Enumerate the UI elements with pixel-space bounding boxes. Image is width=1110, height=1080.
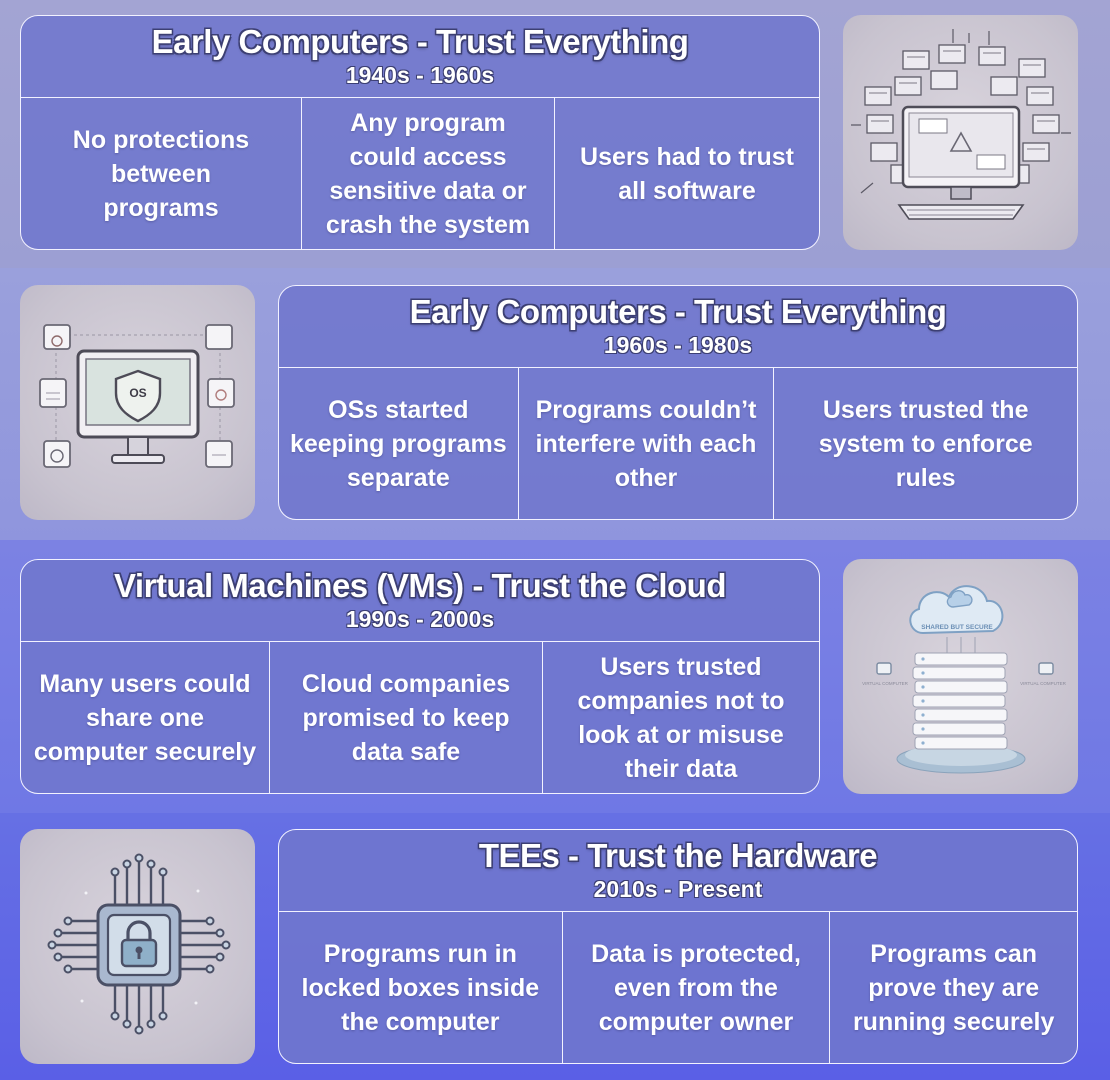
era-title: Early Computers - Trust Everything: [409, 293, 947, 330]
chip-lock-illustration: [20, 829, 255, 1064]
os-label: OS: [129, 386, 146, 400]
era-period: 1990s - 2000s: [345, 606, 495, 632]
era-point: Users trusted the system to enforce rule…: [773, 368, 1077, 519]
era-card-3: Virtual Machines (VMs) - Trust the Cloud…: [20, 559, 820, 794]
era-point: Cloud companies promised to keep data sa…: [269, 642, 542, 793]
era-card-2: Early Computers - Trust Everything 1960s…: [278, 285, 1078, 520]
era-point: Any program could access sensitive data …: [301, 98, 554, 249]
era-point: Programs couldn’t interfere with each ot…: [517, 368, 774, 519]
era-period: 2010s - Present: [593, 876, 763, 902]
era-card-header: Early Computers - Trust Everything 1940s…: [21, 16, 819, 98]
era-card-header: Early Computers - Trust Everything 1960s…: [279, 286, 1077, 368]
era-card-header: Virtual Machines (VMs) - Trust the Cloud…: [21, 560, 819, 642]
era-point: Programs run in locked boxes inside the …: [301, 939, 540, 1036]
era-point: Programs can prove they are running secu…: [829, 912, 1077, 1063]
os-shield-illustration: OS: [20, 285, 255, 520]
era-point: OSs started keeping programs separate: [289, 395, 507, 492]
era-point: Many users could share one computer secu…: [33, 669, 257, 766]
era-point: Users trusted companies not to look at o…: [542, 642, 819, 793]
era-title: Virtual Machines (VMs) - Trust the Cloud: [114, 567, 726, 604]
era-title: Early Computers - Trust Everything: [151, 23, 689, 60]
era-point: Data is protected, even from the compute…: [561, 912, 830, 1063]
era-point: No protections between programs: [72, 125, 250, 222]
virtual-computer-label-right: VIRTUAL COMPUTER: [1020, 681, 1067, 686]
era-point: Users had to trust all software: [554, 98, 819, 249]
era-card-4: TEEs - Trust the Hardware 2010s - Presen…: [278, 829, 1078, 1064]
virtual-computer-label-left: VIRTUAL COMPUTER: [862, 681, 909, 686]
cloud-server-illustration: SHARED BUT SECURE VIRTUAL COMPUTER VIRTU…: [843, 559, 1078, 794]
era-card-1: Early Computers - Trust Everything 1940s…: [20, 15, 820, 250]
computer-windows-illustration: [843, 15, 1078, 250]
cloud-label: SHARED BUT SECURE: [921, 624, 993, 631]
era-card-header: TEEs - Trust the Hardware 2010s - Presen…: [279, 830, 1077, 912]
era-title: TEEs - Trust the Hardware: [478, 837, 878, 874]
era-period: 1940s - 1960s: [345, 62, 495, 88]
era-period: 1960s - 1980s: [603, 332, 753, 358]
